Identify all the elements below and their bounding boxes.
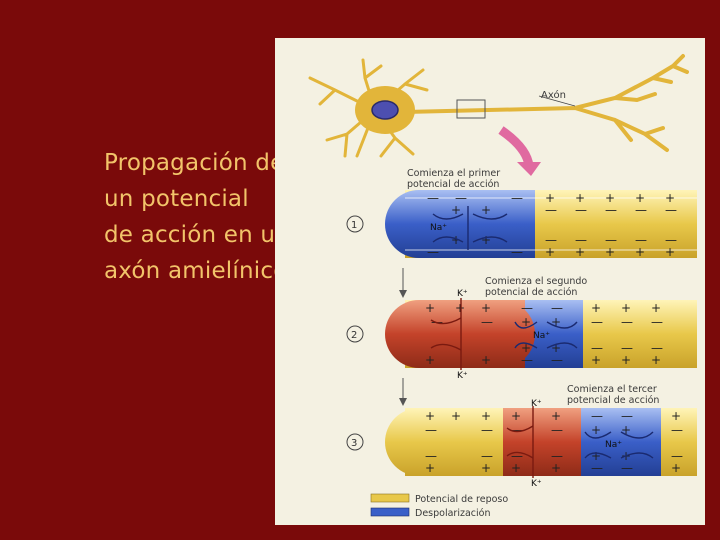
legend-label-resting: Potencial de reposo <box>415 494 508 505</box>
svg-text:+: + <box>451 409 461 423</box>
legend-label-depolarization: Despolarización <box>415 508 490 519</box>
svg-text:+: + <box>481 233 491 247</box>
svg-text:+: + <box>425 353 435 367</box>
svg-text:+: + <box>651 353 661 367</box>
stage1-caption-line2: potencial de acción <box>407 179 499 190</box>
stage2-badge: 2 <box>347 326 363 342</box>
svg-text:+: + <box>635 245 645 259</box>
neuron-drawing: Axón <box>310 56 687 156</box>
svg-text:+: + <box>591 423 601 437</box>
zoom-arrow-head <box>517 162 541 176</box>
stage3-badge: 3 <box>347 434 363 450</box>
svg-text:—: — <box>511 423 523 437</box>
svg-text:—: — <box>621 461 633 475</box>
legend-swatch-depolarization <box>371 508 409 516</box>
stage2-axon: +++ —— +++ ——++ ——— ——— ++ ++ —— +++ Na⁺ <box>385 298 697 370</box>
stage3-na-label: Na⁺ <box>605 440 622 450</box>
svg-text:—: — <box>511 245 523 259</box>
svg-text:+: + <box>481 461 491 475</box>
svg-text:+: + <box>665 245 675 259</box>
svg-text:—: — <box>651 315 663 329</box>
svg-text:—: — <box>621 409 633 423</box>
svg-text:+: + <box>621 353 631 367</box>
svg-text:+: + <box>551 409 561 423</box>
svg-text:+: + <box>481 203 491 217</box>
svg-text:+: + <box>551 461 561 475</box>
nucleus <box>372 101 398 119</box>
svg-text:2: 2 <box>351 330 357 341</box>
stage2-k-label-top: K⁺ <box>457 289 468 299</box>
svg-text:+: + <box>481 409 491 423</box>
svg-text:+: + <box>425 409 435 423</box>
svg-text:—: — <box>591 315 603 329</box>
legend: Potencial de reposo Despolarización <box>371 494 508 519</box>
svg-text:+: + <box>511 409 521 423</box>
svg-text:—: — <box>521 353 533 367</box>
axon-propagation-figure: Axón Comienza el primer potencial de acc… <box>275 38 705 525</box>
svg-text:+: + <box>451 203 461 217</box>
svg-text:—: — <box>551 423 563 437</box>
svg-text:—: — <box>591 461 603 475</box>
stage1-axon: ——— +++++ ————— ++ ————— ++ —— +++++ Na⁺ <box>385 190 697 259</box>
stage2-caption-line2: potencial de acción <box>485 287 577 298</box>
svg-text:—: — <box>575 203 587 217</box>
svg-text:+: + <box>575 245 585 259</box>
svg-text:—: — <box>511 191 523 205</box>
svg-text:3: 3 <box>351 438 357 449</box>
svg-text:1: 1 <box>351 220 357 231</box>
stage2-k-label-bottom: K⁺ <box>457 371 468 381</box>
svg-text:—: — <box>545 203 557 217</box>
svg-text:+: + <box>455 301 465 315</box>
svg-text:+: + <box>591 353 601 367</box>
svg-text:—: — <box>427 245 439 259</box>
svg-text:—: — <box>605 203 617 217</box>
svg-text:+: + <box>671 461 681 475</box>
stage3-caption-line2: potencial de acción <box>567 395 659 406</box>
svg-text:—: — <box>427 191 439 205</box>
svg-text:+: + <box>425 301 435 315</box>
svg-text:+: + <box>545 245 555 259</box>
svg-text:+: + <box>591 301 601 315</box>
figure-canvas: Axón Comienza el primer potencial de acc… <box>275 38 705 525</box>
svg-text:—: — <box>481 423 493 437</box>
stage1-badge: 1 <box>347 216 363 232</box>
svg-text:+: + <box>671 409 681 423</box>
svg-text:—: — <box>431 315 443 329</box>
svg-text:—: — <box>425 423 437 437</box>
svg-text:+: + <box>481 301 491 315</box>
stage1-na-label: Na⁺ <box>430 223 447 233</box>
stage2-caption-line1: Comienza el segundo <box>485 276 587 287</box>
svg-text:—: — <box>671 423 683 437</box>
svg-text:—: — <box>665 203 677 217</box>
stage1-caption-line1: Comienza el primer <box>407 168 500 179</box>
svg-text:—: — <box>635 203 647 217</box>
legend-swatch-resting <box>371 494 409 502</box>
svg-text:+: + <box>511 461 521 475</box>
stage3-k-label-bottom: K⁺ <box>531 479 542 489</box>
svg-text:—: — <box>551 301 563 315</box>
svg-text:—: — <box>621 315 633 329</box>
svg-text:+: + <box>481 353 491 367</box>
svg-text:+: + <box>425 461 435 475</box>
svg-text:—: — <box>551 353 563 367</box>
svg-text:—: — <box>591 409 603 423</box>
zoom-arrow <box>501 130 529 166</box>
stage3-axon: +++ ++ ——+ ———— ++— ———— ++— ++++ ——+ Na… <box>385 406 697 478</box>
svg-text:+: + <box>651 301 661 315</box>
axon-label: Axón <box>541 89 566 101</box>
svg-text:—: — <box>481 315 493 329</box>
svg-text:+: + <box>621 301 631 315</box>
stage2-na-label: Na⁺ <box>533 331 550 341</box>
svg-text:+: + <box>605 245 615 259</box>
svg-text:—: — <box>521 301 533 315</box>
stage3-caption-line1: Comienza el tercer <box>567 384 657 395</box>
